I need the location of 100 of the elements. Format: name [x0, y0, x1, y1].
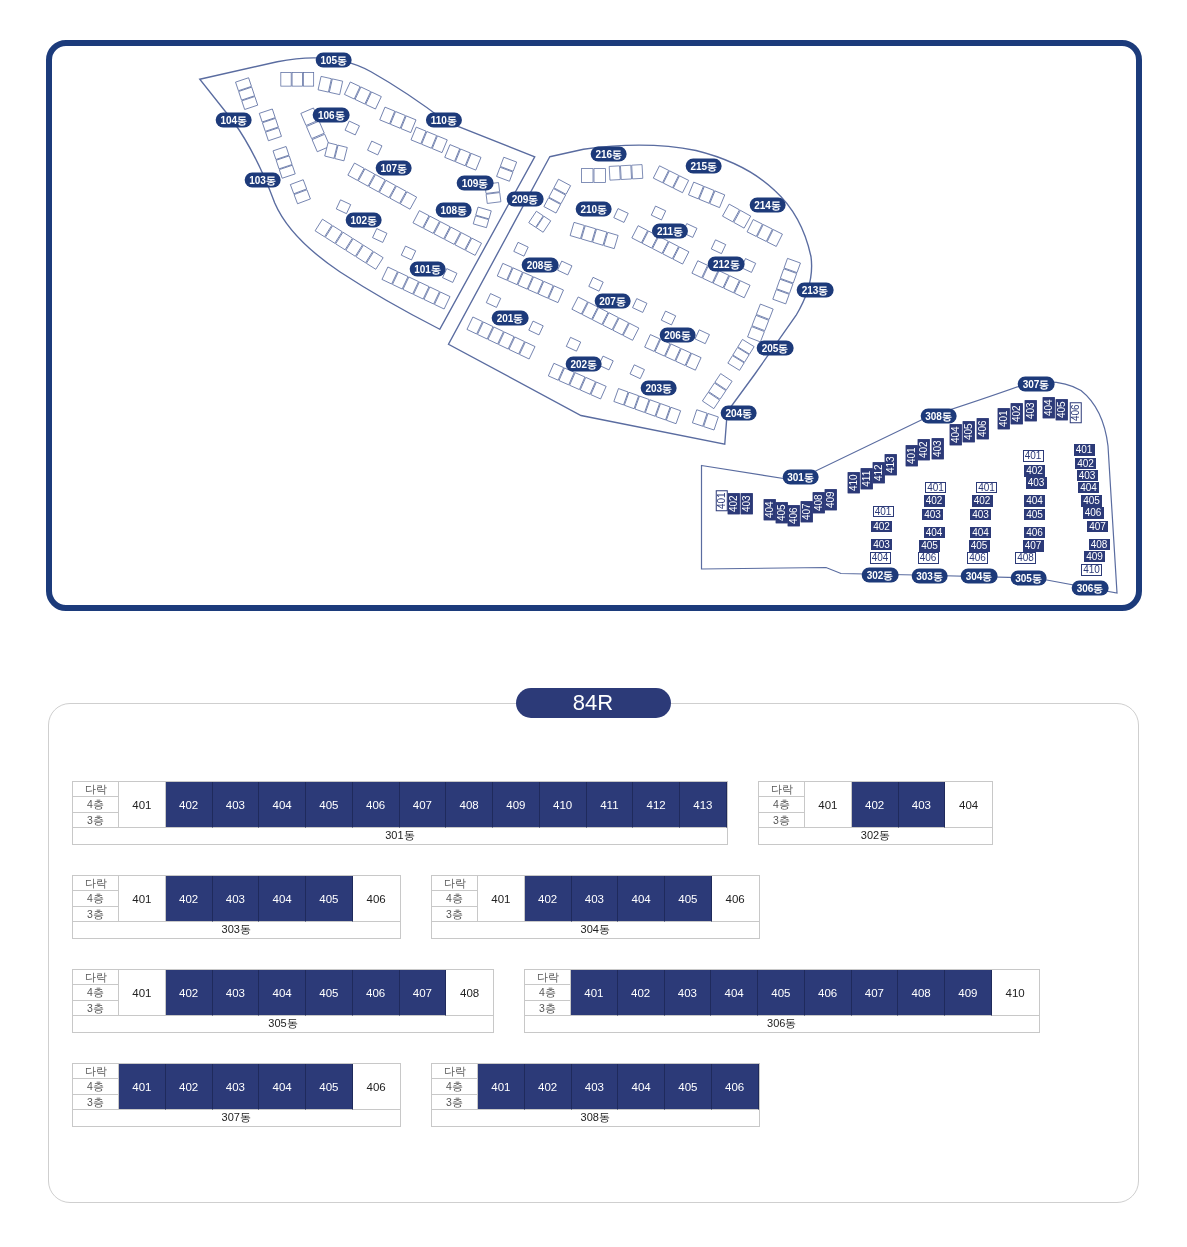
unit-number: 401 — [905, 445, 918, 467]
unit-number: 405 — [968, 540, 990, 552]
unit-number: 401 — [1073, 444, 1095, 456]
building-name: 303동 — [220, 922, 252, 937]
unit-number: 404 — [618, 1064, 665, 1110]
unit-number: 402 — [1075, 457, 1096, 470]
unit-number: 408 — [812, 492, 825, 513]
unit-number: 405 — [665, 1064, 712, 1110]
unit-number: 402 — [923, 495, 945, 507]
building-tag: 301동 — [782, 469, 819, 485]
type-heading: 84R — [515, 688, 671, 718]
unit-table — [524, 969, 1040, 1033]
unit-number: 403 — [571, 1064, 619, 1110]
unit-table — [72, 1063, 401, 1127]
unit-number: 409 — [493, 782, 540, 828]
unit-number: 403 — [1025, 477, 1047, 489]
building-tag: 215동 — [685, 158, 723, 174]
unit-number: 403 — [571, 876, 619, 922]
building-tag: 308동 — [920, 408, 957, 423]
building-tag: 212동 — [707, 256, 745, 272]
unit-table — [72, 875, 401, 939]
unit-number: 401 — [1022, 450, 1044, 462]
building-tag: 306동 — [1071, 580, 1109, 596]
building-tag: 110동 — [425, 112, 462, 128]
building-name: 307동 — [220, 1110, 252, 1125]
unit-number: 408 — [446, 782, 493, 828]
unit-number: 405 — [1055, 399, 1068, 420]
unit-number: 402 — [1024, 465, 1045, 477]
unit-number: 408 — [898, 970, 945, 1016]
unit-number: 407 — [399, 782, 447, 828]
building-tag: 202동 — [565, 356, 603, 372]
unit-table — [431, 875, 760, 939]
unit-number: 403 — [1076, 469, 1098, 482]
unit-number: 402 — [917, 439, 930, 461]
unit-number: 401 — [119, 782, 166, 828]
unit-number: 405 — [1024, 508, 1045, 521]
building-tag: 216동 — [590, 146, 628, 162]
building-tag: 302동 — [861, 567, 899, 582]
unit-number: 402 — [727, 493, 739, 515]
unit-number: 406 — [1024, 526, 1045, 539]
unit-number: 408 — [1088, 538, 1110, 551]
building-name: 308동 — [579, 1110, 611, 1125]
unit-table — [431, 1063, 760, 1127]
unit-number: 411 — [586, 782, 634, 828]
unit-number: 412 — [633, 782, 680, 828]
unit-number: 402 — [165, 970, 213, 1016]
building-tag: 210동 — [575, 201, 613, 217]
unit-number: 401 — [872, 505, 894, 518]
unit-number: 405 — [306, 782, 353, 828]
building-tag: 201동 — [491, 310, 529, 325]
building-tag: 214동 — [749, 197, 786, 213]
unit-number: 402 — [851, 782, 899, 828]
building-tag: 303동 — [911, 568, 948, 584]
unit-number: 403 — [931, 438, 943, 459]
building-name: 301동 — [384, 828, 416, 843]
building-tag: 105동 — [315, 52, 353, 68]
unit-number: 407 — [1022, 540, 1044, 552]
unit-number: 413 — [884, 454, 897, 476]
unit-number: 405 — [919, 540, 940, 552]
unit-number: 402 — [524, 876, 572, 922]
unit-number: 404 — [618, 876, 665, 922]
unit-number: 404 — [259, 1064, 306, 1110]
unit-number: 403 — [212, 1064, 260, 1110]
unit-number: 406 — [1069, 402, 1081, 423]
unit-number: 410 — [1081, 564, 1102, 576]
unit-number: 402 — [871, 520, 892, 533]
unit-number: 401 — [925, 481, 946, 494]
unit-number: 405 — [1081, 495, 1102, 507]
unit-number: 410 — [847, 472, 859, 494]
unit-number: 402 — [165, 1064, 213, 1110]
unit-number: 404 — [259, 782, 306, 828]
unit-number: 406 — [967, 552, 988, 564]
unit-number: 407 — [851, 970, 899, 1016]
unit-number: 403 — [922, 508, 943, 521]
unit-number: 404 — [923, 526, 945, 539]
unit-number: 403 — [212, 876, 260, 922]
building-tag: 304동 — [960, 568, 998, 584]
unit-number: 406 — [804, 970, 852, 1016]
building-tag: 109동 — [456, 175, 494, 190]
unit-number: 404 — [763, 499, 775, 521]
unit-number: 401 — [478, 1064, 525, 1110]
unit-number: 402 — [524, 1064, 572, 1110]
unit-number: 404 — [1042, 397, 1054, 419]
unit-table — [758, 781, 993, 845]
unit-number: 404 — [259, 876, 306, 922]
building-tag: 305동 — [1010, 570, 1047, 585]
unit-number: 407 — [800, 501, 813, 522]
unit-number: 401 — [715, 490, 727, 512]
unit-number: 403 — [740, 493, 753, 515]
unit-number: 401 — [976, 481, 997, 494]
unit-number: 404 — [259, 970, 306, 1016]
unit-number: 405 — [758, 970, 805, 1016]
unit-number: 409 — [824, 489, 837, 510]
unit-number: 401 — [119, 876, 166, 922]
building-tag: 213동 — [796, 282, 834, 298]
unit-number: 412 — [872, 462, 885, 483]
building-tag: 203동 — [640, 380, 678, 395]
building-tag: 307동 — [1017, 376, 1055, 392]
unit-number: 404 — [1078, 481, 1099, 494]
building-tag: 209동 — [506, 191, 544, 207]
